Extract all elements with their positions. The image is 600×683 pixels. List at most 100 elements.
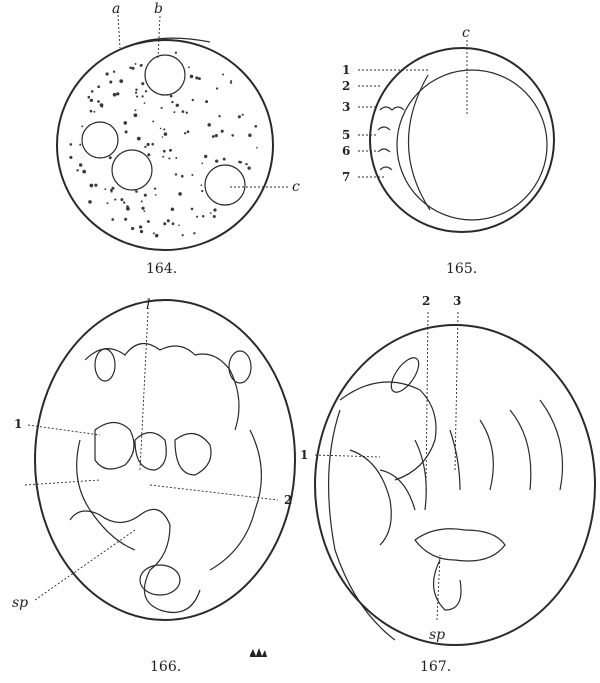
yolk-granule xyxy=(79,144,81,146)
yolk-granule xyxy=(196,216,198,218)
yolk-granule xyxy=(176,104,179,107)
yolk-granule xyxy=(247,166,250,169)
figure-166-embryo xyxy=(25,300,295,620)
yolk-granule xyxy=(114,199,116,201)
yolk-granule xyxy=(144,102,146,104)
yolk-granule xyxy=(123,201,125,203)
fig165-label-7: 7 xyxy=(342,171,350,183)
fig165-label-3: 3 xyxy=(342,101,350,113)
yolk-granule xyxy=(139,225,142,228)
yolk-granule xyxy=(161,107,163,109)
yolk-granule xyxy=(215,134,218,137)
yolk-granule xyxy=(147,153,150,156)
yolk-granule xyxy=(141,200,143,202)
yolk-granule xyxy=(256,147,258,149)
yolk-granule xyxy=(163,128,165,130)
yolk-granule xyxy=(135,190,138,193)
yolk-granule xyxy=(231,134,234,137)
yolk-granule xyxy=(97,85,100,88)
yolk-granule xyxy=(230,81,232,83)
yolk-granule xyxy=(76,169,78,171)
yolk-granule xyxy=(212,135,215,138)
yolk-granule xyxy=(187,130,190,133)
eye-spot-left xyxy=(95,349,115,381)
limb-buds-outer xyxy=(77,430,262,570)
yolk-granule xyxy=(168,157,170,159)
yolk-granule xyxy=(135,92,137,94)
yolk-granule xyxy=(124,121,128,125)
yolk-granule xyxy=(171,101,173,103)
yolk-granule xyxy=(131,227,134,230)
leader-1 xyxy=(315,455,380,457)
yolk-granule xyxy=(170,95,173,98)
tail-flexure xyxy=(70,509,200,612)
yolk-granule xyxy=(213,215,216,218)
yolk-granule xyxy=(171,207,174,210)
body-wall-shading xyxy=(329,410,395,640)
yolk-granule xyxy=(90,110,93,113)
yolk-granule xyxy=(100,103,104,107)
yolk-granule xyxy=(137,137,141,141)
germ-band-segments xyxy=(378,107,404,170)
fig166-caption: 166. xyxy=(150,660,181,674)
yolk-granule xyxy=(202,215,205,218)
head-lobe xyxy=(340,382,436,480)
nucleus-c xyxy=(205,165,245,205)
fig165-label-2: 2 xyxy=(342,80,350,92)
yolk-granule xyxy=(223,158,226,161)
yolk-granule xyxy=(186,112,188,114)
fig165-label-1: 1 xyxy=(342,64,350,76)
yolk-granule xyxy=(87,96,90,99)
yolk-granule xyxy=(116,92,119,95)
yolk-granule xyxy=(195,76,198,79)
yolk-granule xyxy=(69,156,72,159)
yolk-granule xyxy=(135,109,137,111)
fig167-label-1: 1 xyxy=(300,449,308,461)
nucleus-b xyxy=(145,55,185,95)
yolk-granule xyxy=(79,163,82,166)
yolk-granule xyxy=(164,132,168,136)
yolk-granule xyxy=(131,67,134,70)
yolk-granule xyxy=(210,212,212,214)
yolk-granule xyxy=(141,82,144,85)
yolk-granule xyxy=(216,87,218,89)
yolk-granule xyxy=(147,220,150,223)
yolk-granule xyxy=(145,90,147,92)
yolk-granule xyxy=(153,232,155,234)
yolk-granule xyxy=(198,77,201,80)
yolk-granule xyxy=(215,159,218,162)
yolk-granule xyxy=(113,93,117,97)
fig166-label-2: 2 xyxy=(284,494,292,506)
fig164-label-b: b xyxy=(154,2,163,16)
fig165-caption: 165. xyxy=(446,262,477,276)
yolk-granule xyxy=(188,66,190,68)
yolk-granule xyxy=(191,208,194,211)
yolk-granule xyxy=(141,95,143,97)
yolk-granule xyxy=(182,110,185,113)
figure-165-egg xyxy=(358,40,554,232)
leader-3 xyxy=(455,312,458,470)
yolk-granule xyxy=(135,63,137,65)
yolk-granule xyxy=(111,218,114,221)
fig167-caption: 167. xyxy=(420,660,451,674)
yolk-granule xyxy=(135,88,137,90)
ink-blot xyxy=(250,648,267,657)
yolk-granule xyxy=(160,128,162,130)
yolk-granule xyxy=(107,202,109,204)
yolk-granule xyxy=(178,192,182,196)
fig167-label-2: 2 xyxy=(422,295,430,307)
yolk-granule xyxy=(242,114,244,116)
yolk-granule xyxy=(136,96,138,98)
yolk-granule xyxy=(140,230,143,233)
fig164-label-c: c xyxy=(292,180,300,194)
fig166-label-sp: sp xyxy=(12,596,28,610)
yolk-granule xyxy=(175,52,177,54)
yolk-granule xyxy=(109,156,112,159)
yolk-granule xyxy=(178,224,180,226)
fig166-label-1: 1 xyxy=(14,418,22,430)
yolk-granule xyxy=(238,115,241,118)
yolk-granule xyxy=(169,149,172,152)
yolk-granule xyxy=(112,187,115,190)
yolk-granule xyxy=(129,67,132,70)
